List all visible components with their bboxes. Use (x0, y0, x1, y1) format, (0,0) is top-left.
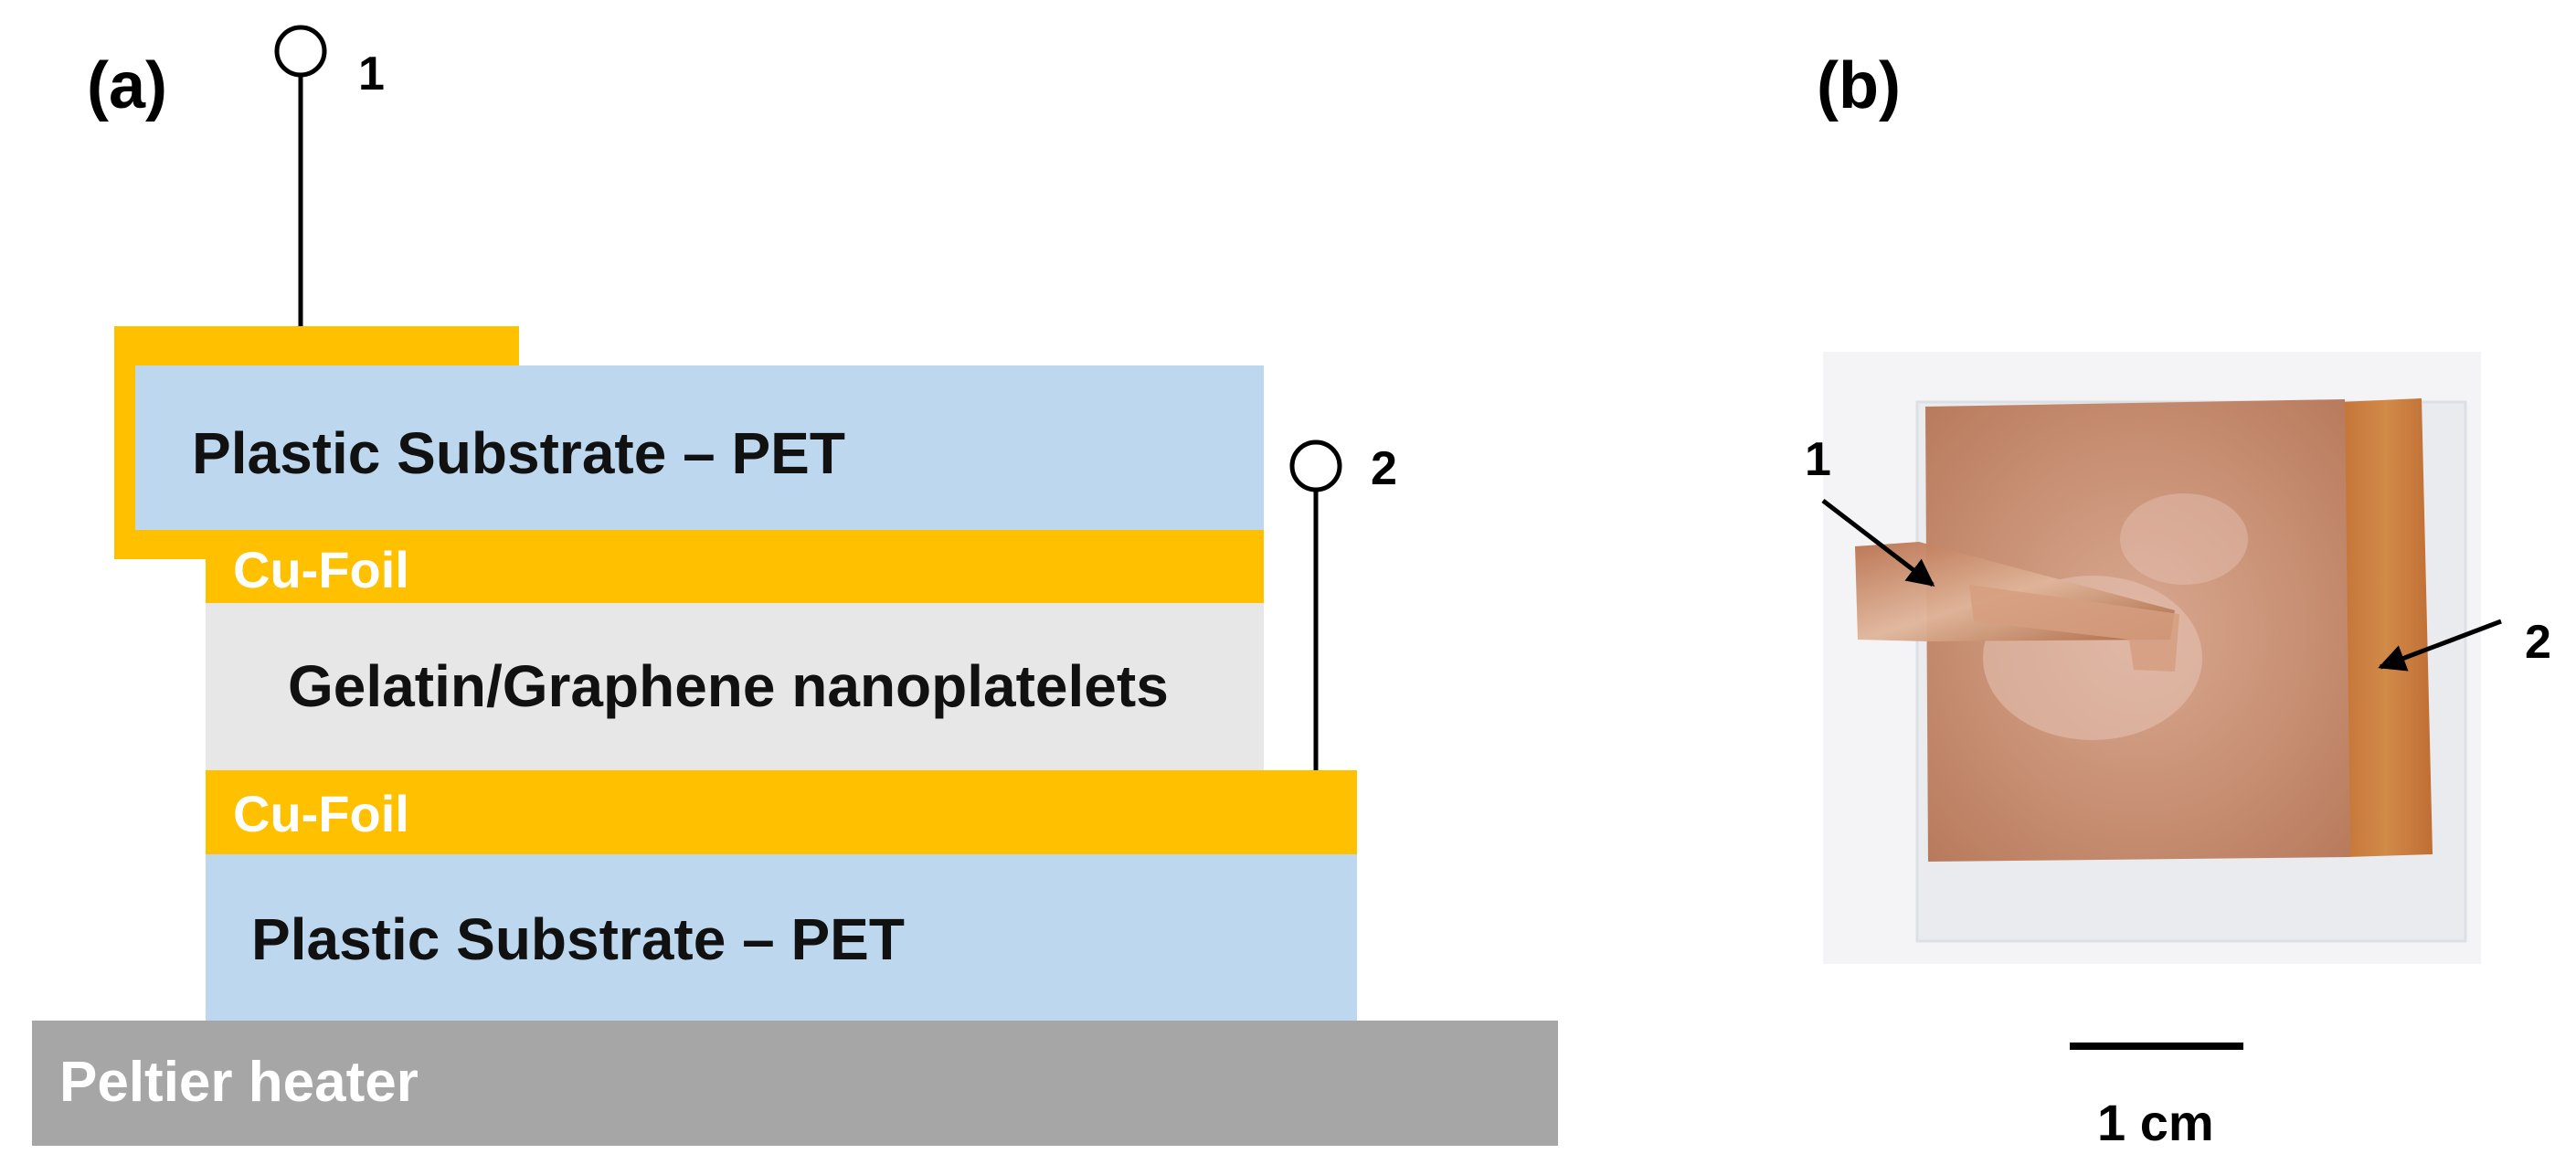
photo-marker-1: 1 (1805, 433, 1831, 486)
photo-marker-2: 2 (2525, 616, 2551, 669)
photo-arrow-1 (1821, 499, 1935, 587)
cu-foil-bottom-label: Cu-Foil (233, 785, 409, 842)
pet-top-layer (135, 365, 1264, 530)
photo-arrow-2 (2378, 619, 2502, 672)
copper-highlight-2 (2120, 493, 2248, 585)
terminal-2-node (1289, 439, 1342, 492)
panel-b: (b) 1 2 1 cm (1805, 49, 2551, 1151)
cu-foil-top-layer (206, 530, 1264, 603)
terminal-1-label: 1 (358, 48, 385, 101)
gelatin-label: Gelatin/Graphene nanoplatelets (288, 653, 1169, 719)
scale-bar-label: 1 cm (2097, 1094, 2214, 1151)
cu-foil-bottom-layer (206, 770, 1357, 854)
pet-bottom-label: Plastic Substrate – PET (251, 906, 905, 972)
panel-b-label: (b) (1817, 49, 1901, 122)
pet-top-label: Plastic Substrate – PET (192, 420, 845, 486)
pet-bottom-layer (206, 854, 1357, 1021)
terminal-2-label: 2 (1371, 442, 1397, 495)
cu-foil-top-label: Cu-Foil (233, 541, 409, 598)
peltier-heater-label: Peltier heater (59, 1051, 419, 1114)
terminal-1-node (274, 25, 327, 78)
copper-strip-right (2339, 398, 2433, 857)
copper-tab-fold (1969, 585, 2179, 672)
peltier-heater-layer (32, 1021, 1558, 1146)
panel-a-label: (a) (87, 49, 167, 122)
panel-a: (a) Peltier heater Plastic Substrate – P… (32, 25, 1558, 1146)
gelatin-layer (206, 603, 1264, 770)
